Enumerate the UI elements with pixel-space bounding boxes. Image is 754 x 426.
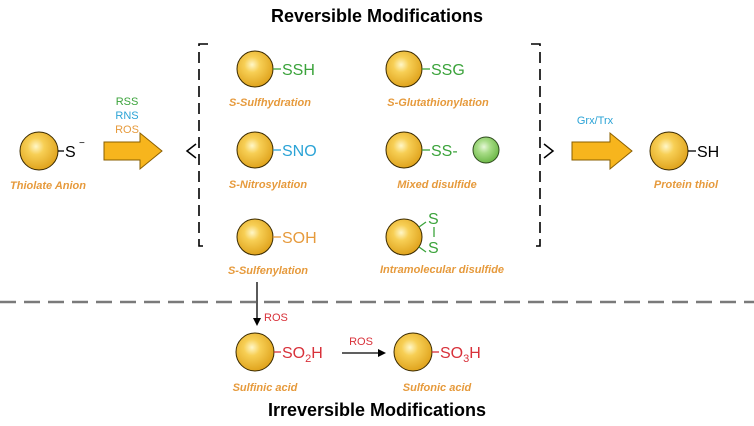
mixed-group: SS- [431,143,458,160]
sulfinic-caption: Sulfinic acid [233,382,298,394]
thiolate-anion: S − Thiolate Anion [10,131,86,192]
intramolecular-caption: Intramolecular disulfide [380,264,504,276]
nitrosylation-sphere [236,131,274,169]
right-bracket [531,43,555,247]
sulfhydration-group: SSH [282,62,315,79]
reversible-title: Reversible Modifications [271,6,483,26]
protein-thiol-caption: Protein thiol [654,179,719,191]
mod-sulfenylation: SOH S-Sulfenylation [228,218,317,277]
sulfonic-acid: SO3H Sulfonic acid [393,332,481,394]
sulfenylation-group: SOH [282,230,317,247]
ros-label-2: ROS [349,336,373,348]
mod-nitrosylation: SNO S-Nitrosylation [229,131,317,191]
thiolate-charge: − [79,138,85,149]
mod-glutathionylation: SSG S-Glutathionylation [385,50,489,109]
mixed-green-ball [472,136,500,164]
sulfhydration-sphere [236,50,274,88]
intramolecular-sphere [385,218,423,256]
sulfinic-formula: SO2H [282,345,323,365]
sulfinic-acid: SO2H Sulfinic acid [233,332,323,394]
oxidation-arrow [103,131,163,171]
sulfinic-sphere [235,332,275,372]
reagent-rss: RSS [116,96,139,108]
protein-thiol-group: SH [697,144,719,161]
sulfonic-formula: SO3H [440,345,481,365]
right-arrow-head [378,349,386,357]
reagent-ros: ROS [115,124,139,136]
mod-mixed-disulfide: SS- Mixed disulfide [385,131,500,191]
mixed-sphere [385,131,423,169]
irreversible-title: Irreversible Modifications [268,400,486,420]
nitrosylation-caption: S-Nitrosylation [229,179,308,191]
mixed-caption: Mixed disulfide [397,179,476,191]
mod-sulfhydration: SSH S-Sulfhydration [229,50,315,109]
sulfonic-caption: Sulfonic acid [403,382,472,394]
sulfenylation-sphere [236,218,274,256]
glutathionylation-sphere [385,50,423,88]
intramolecular-s1: S [428,211,439,228]
mod-intramolecular-disulfide: S S Intramolecular disulfide [380,211,504,276]
reduction-arrow [571,131,633,171]
intramolecular-s2: S [428,240,439,257]
left-bracket [185,43,208,247]
down-arrow-head [253,318,261,326]
protein-thiol: SH Protein thiol [649,131,719,191]
thiolate-caption: Thiolate Anion [10,180,86,192]
nitrosylation-group: SNO [282,143,317,160]
ros-label-1: ROS [264,312,288,324]
glutathionylation-caption: S-Glutathionylation [387,97,489,109]
protein-thiol-sphere [649,131,689,171]
sulfhydration-caption: S-Sulfhydration [229,97,311,109]
reduction-label: Grx/Trx [577,115,614,127]
sulfenylation-caption: S-Sulfenylation [228,265,308,277]
reagent-rns: RNS [115,110,138,122]
glutathionylation-group: SSG [431,62,465,79]
thiolate-sphere [19,131,59,171]
thiolate-group: S [65,144,76,161]
sulfonic-sphere [393,332,433,372]
